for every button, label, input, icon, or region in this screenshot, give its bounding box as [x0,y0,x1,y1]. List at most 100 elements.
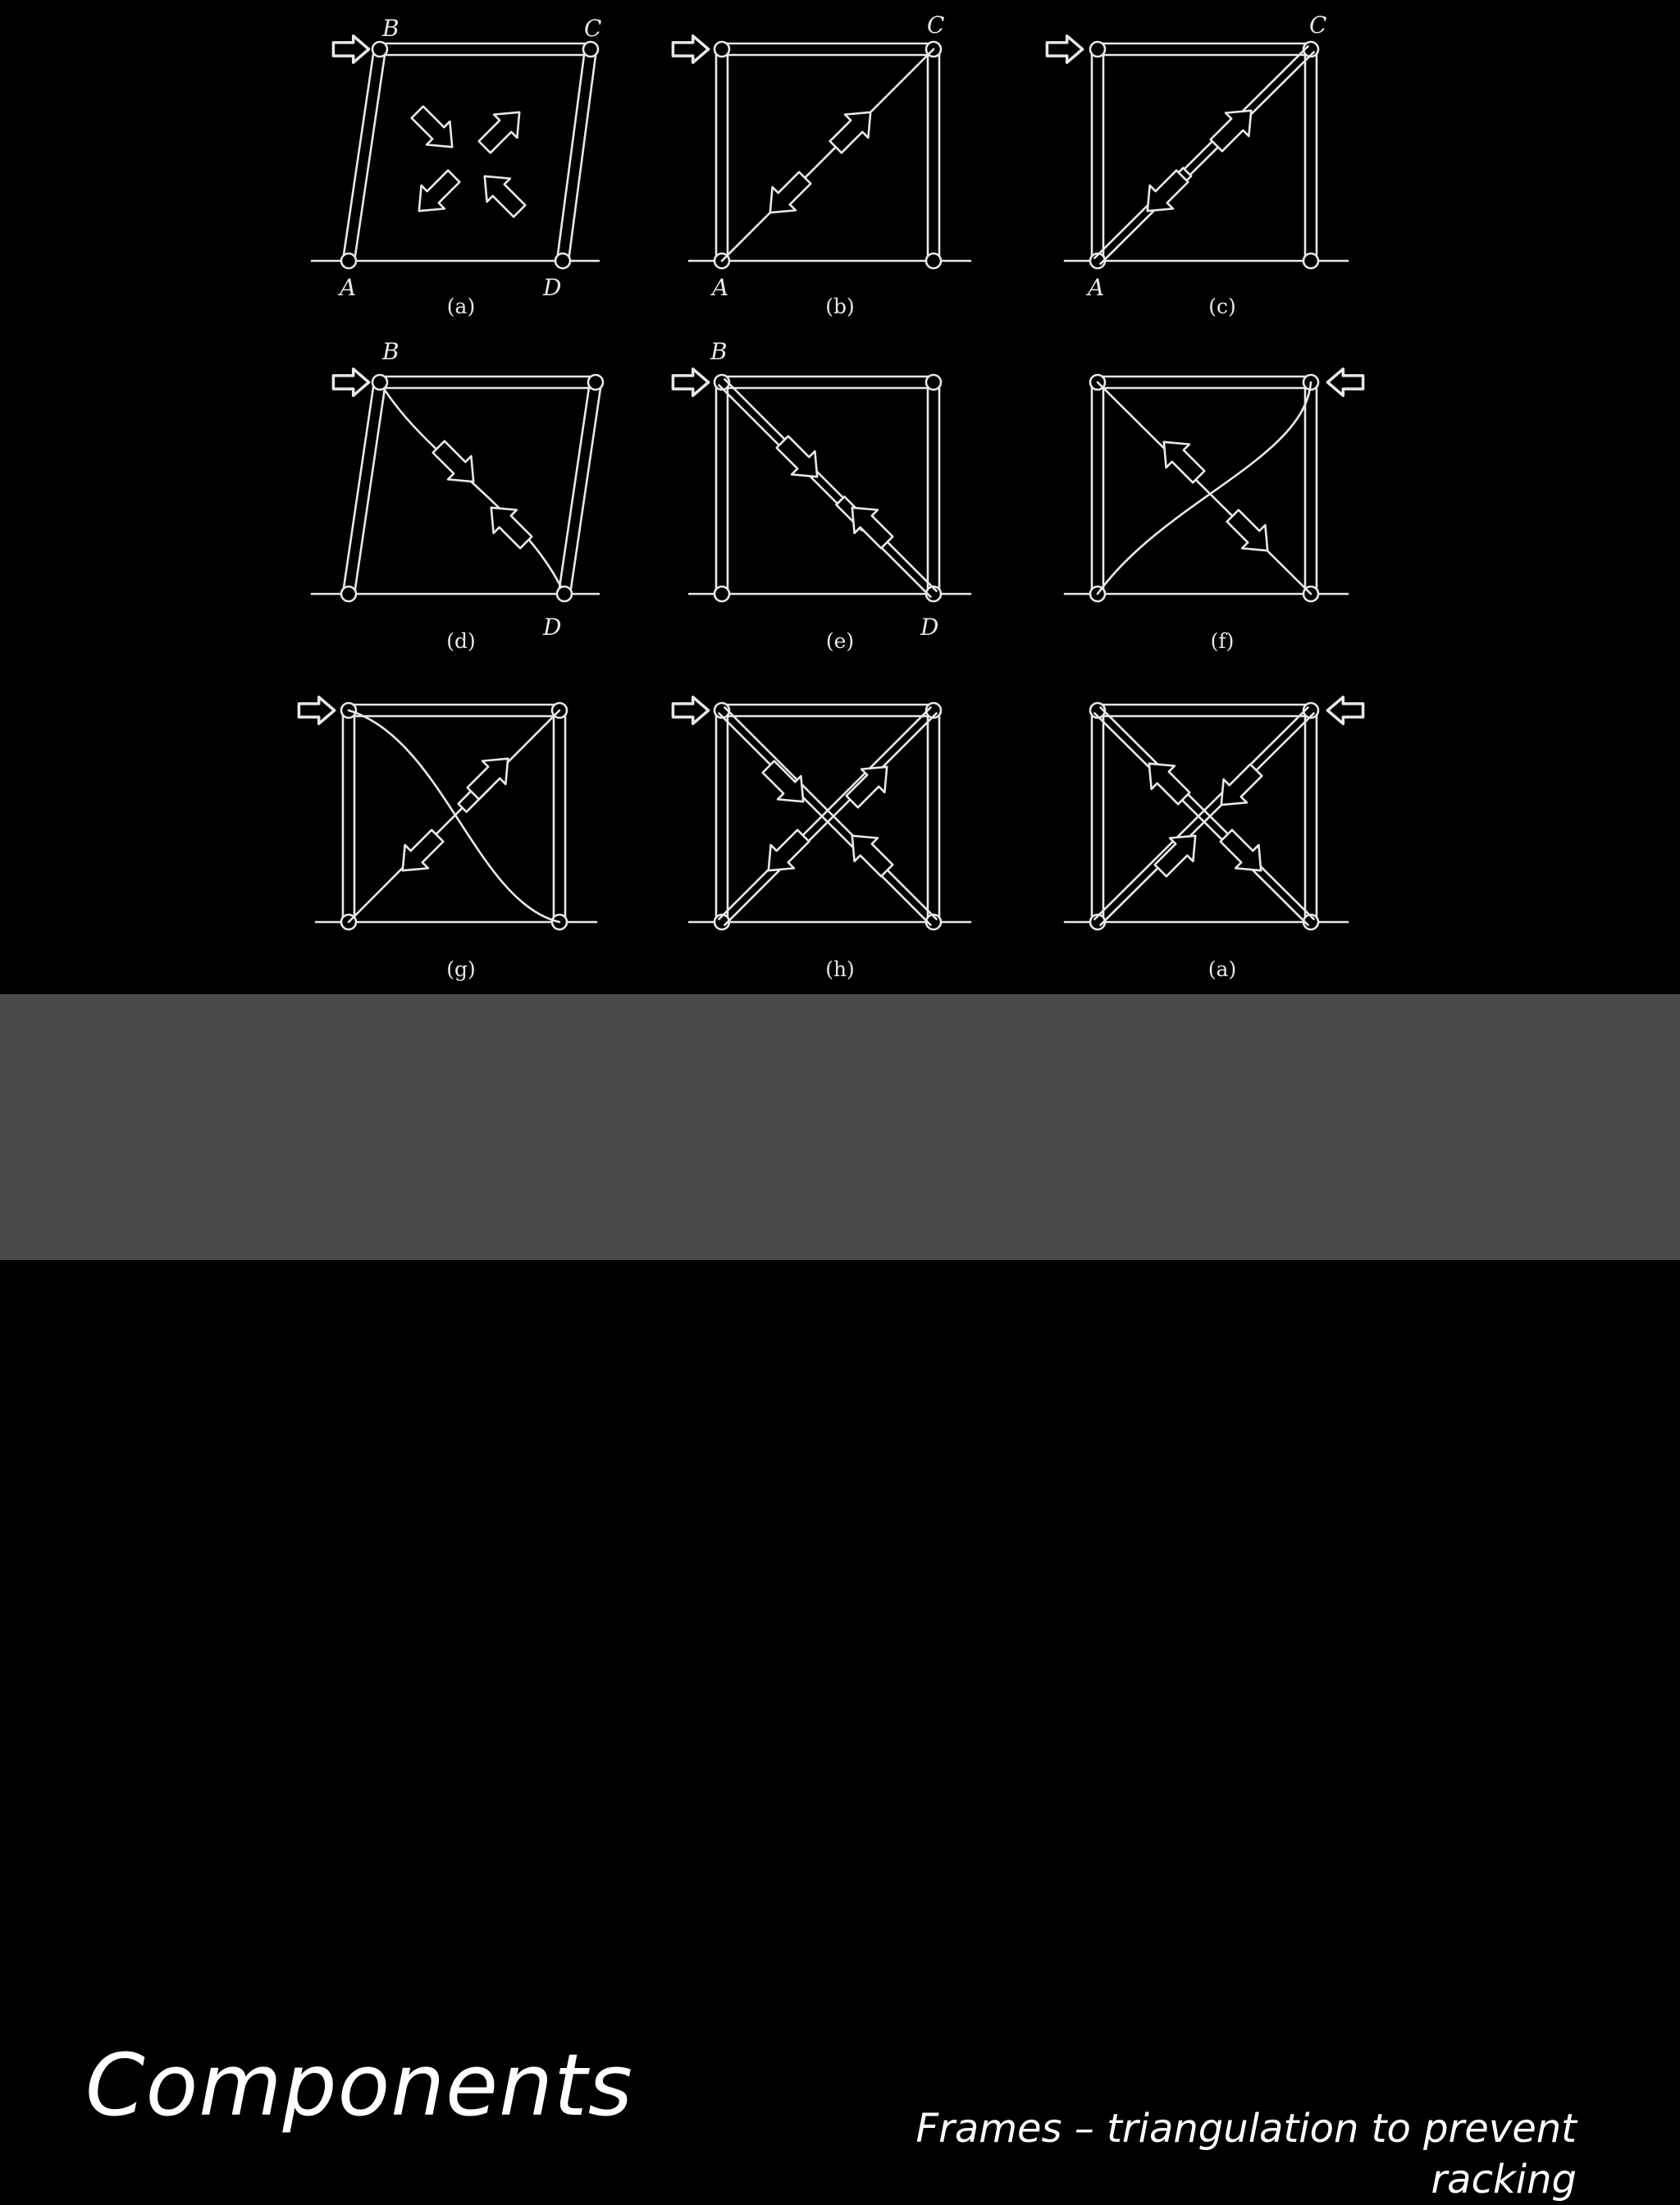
pin-joint [713,913,731,931]
buckled-brace [347,709,561,924]
load-arrow [331,34,371,64]
panel-a [310,34,600,270]
force-arrow [1151,429,1212,490]
frame-member-edge [1093,45,1309,259]
pin-joint [713,701,731,719]
frame-member-edge [353,48,387,263]
pin-joint [554,252,572,270]
force-arrow [472,99,532,160]
force-arrow [1213,823,1274,883]
load-arrow [297,696,336,725]
pin-joint [1089,913,1107,931]
force-arrow [1136,751,1197,811]
frame-triangulation-figure: B C A D C A C A B D B D (a) (b) (c) (d) … [0,0,1680,994]
load-arrow [1326,696,1365,725]
panel-caption-e: (e) [826,629,854,653]
buckled-brace [1096,381,1312,596]
force-arrow [406,163,467,224]
panel-caption-i: (a) [1208,957,1236,981]
pin-joint [1302,252,1320,270]
load-arrow [671,368,710,397]
buckled-brace [378,381,566,596]
pin-joint [924,252,943,270]
panel-caption-b: (b) [825,294,855,318]
pin-joint [1089,252,1107,270]
pin-joint [924,701,943,719]
panel-a-label-a: A [337,274,356,301]
frame-member-edge [724,378,938,592]
pin-joint [924,913,943,931]
panel-e [671,368,972,603]
pin-joint [1089,40,1107,58]
pin-joint [924,585,943,603]
force-arrow [390,823,450,883]
diagonal-brace [720,48,935,262]
frame-member-edge [1093,712,1309,926]
panel-caption-a: (a) [447,294,475,318]
panel-b-label-a: A [710,274,728,301]
frame-member-edge [724,712,938,926]
load-arrow [1326,368,1365,397]
panel-e-label-b: B [710,338,728,365]
frame-member-edge [555,47,587,262]
force-arrow [839,754,900,815]
panel-c [1045,34,1349,270]
panel-i [1063,696,1365,931]
force-arrow [478,495,539,555]
panel-b-label-c: C [927,11,944,39]
pin-joint [713,585,731,603]
panel-caption-d: (d) [446,629,476,653]
pin-joint [340,585,358,603]
load-arrow [1045,34,1084,64]
force-arrow [472,163,532,224]
panel-caption-h: (h) [825,957,855,981]
frame-diagram-svg: B C A D C A C A B D B D (a) (b) (c) (d) … [297,11,1365,981]
panel-h [671,696,972,931]
frame-member-edge [353,381,387,596]
panel-caption-c: (c) [1208,294,1236,318]
frame-member-edge [341,380,376,595]
frame-member-edge [1099,706,1315,920]
panel-a-label-c: C [584,15,601,42]
load-arrow [671,696,710,725]
slide-subtitle-line-2: racking [1431,2157,1577,2203]
frame-member-edge [718,706,932,920]
panel-f [1063,368,1365,603]
slide-subtitle-line-1: Frames – triangulation to prevent [915,2106,1577,2152]
diagonal-brace [1096,381,1312,596]
panel-a-label-b: B [381,15,399,42]
pin-joint [713,373,731,391]
frame-member-edge [1093,706,1309,920]
force-arrow [756,754,816,815]
force-arrow [426,434,486,495]
frame-member-edge [557,380,591,595]
slide-title: Components [85,2035,633,2135]
panel-d-label-d: D [542,614,561,641]
frame-member-edge [724,706,938,920]
pin-joint [1302,701,1320,719]
load-arrow [331,368,371,397]
frame-member-edge [1099,712,1315,926]
pin-joint [1302,913,1320,931]
pin-joint [555,585,573,603]
panel-c-label-c: C [1309,11,1326,39]
panel-d-label-b: B [381,338,399,365]
frame-member-edge [341,47,376,262]
panel-caption-f: (f) [1211,629,1235,653]
slide-subtitle: Frames – triangulation to prevent rackin… [838,2103,1577,2205]
pin-joint [582,40,600,58]
load-arrow [671,34,710,64]
force-arrow [1148,823,1208,883]
panel-c-label-a: A [1085,274,1104,301]
frame-member-edge [718,384,932,598]
pin-joint [340,252,358,270]
pin-joint [371,373,389,391]
pin-joint [587,373,605,391]
caption-band: Components Frames – triangulation to pre… [0,994,1680,2203]
force-arrow [769,429,830,490]
panel-caption-g: (g) [446,957,476,981]
frame-member-edge [568,381,603,596]
force-arrow [1203,98,1264,158]
diagonal-brace [347,709,561,924]
pin-joint [1089,701,1107,719]
